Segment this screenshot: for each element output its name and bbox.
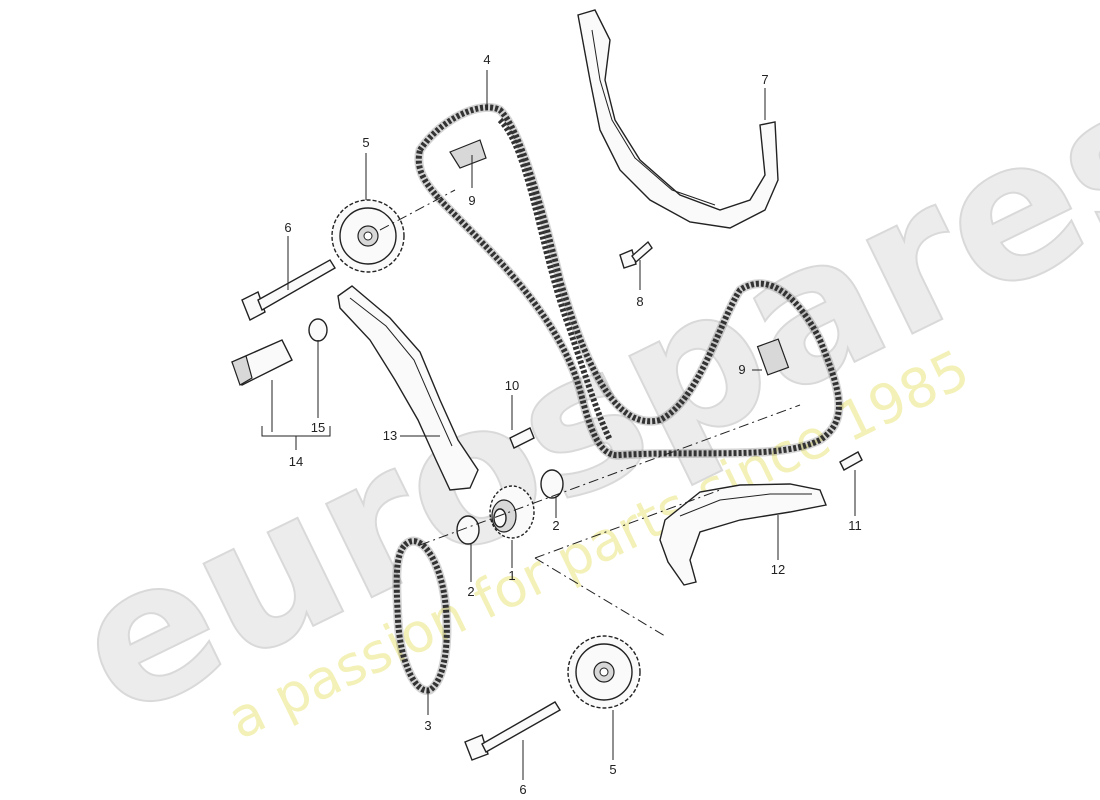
tensioner-14 (231, 339, 293, 386)
callout-2-right: 2 (552, 518, 559, 533)
lower-timing-chain (392, 536, 452, 695)
callout-2-left: 2 (467, 584, 474, 599)
upper-guide-rail (577, 9, 779, 229)
chain-guide-9-upper (449, 139, 487, 169)
callout-12: 12 (771, 562, 785, 577)
callout-9-upper: 9 (468, 193, 475, 208)
callout-8: 8 (636, 294, 643, 309)
crankshaft-sprocket (489, 485, 535, 539)
pin-11 (839, 451, 863, 471)
callouts: 4 5 6 7 9 8 9 10 13 15 14 1 2 2 3 11 12 … (284, 52, 861, 797)
callout-1: 1 (508, 568, 515, 583)
bolt-upper (241, 259, 336, 321)
tensioner-rail (337, 285, 479, 491)
o-ring-15 (308, 318, 328, 342)
callout-15: 15 (311, 420, 325, 435)
bolt-lower (464, 701, 561, 761)
callout-5-lower: 5 (609, 762, 616, 777)
bolt-8 (619, 240, 653, 269)
callout-4: 4 (483, 52, 490, 67)
lower-camshaft-sprocket (567, 635, 641, 709)
chain-guide-9-lower (756, 338, 790, 376)
callout-10: 10 (505, 378, 519, 393)
callout-9-lower: 9 (738, 362, 745, 377)
callout-11: 11 (848, 518, 862, 533)
upper-timing-chain (414, 102, 844, 460)
pin-10 (509, 427, 535, 449)
leader-lines (261, 70, 856, 780)
callout-14: 14 (289, 454, 303, 469)
callout-3: 3 (424, 718, 431, 733)
thrust-washers (456, 469, 564, 545)
watermark: eurospares a passion for parts since 198… (42, 34, 1100, 761)
callout-13: 13 (383, 428, 397, 443)
lower-guide-rail (659, 483, 827, 586)
callout-6-lower: 6 (519, 782, 526, 797)
upper-camshaft-sprocket (331, 199, 405, 273)
callout-7: 7 (761, 72, 768, 87)
callout-6-upper: 6 (284, 220, 291, 235)
callout-5-upper: 5 (362, 135, 369, 150)
